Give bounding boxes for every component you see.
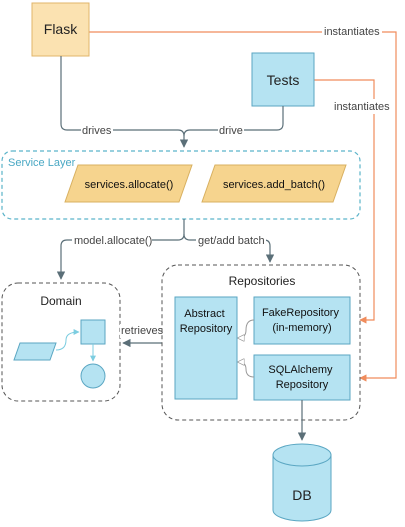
sqlalchemy-repository-line1: SQLAlchemy xyxy=(268,364,333,376)
flask-label: Flask xyxy=(44,21,78,37)
tests-instantiates-label: instantiates xyxy=(334,101,390,113)
flask-instantiates-label: instantiates xyxy=(324,26,380,38)
sqlalchemy-implements-arrow xyxy=(238,362,255,378)
flask-drives-arrow xyxy=(60,56,189,148)
fake-implements-arrow xyxy=(238,319,255,338)
domain-container: Domain xyxy=(1,282,121,402)
flask-instantiates-arrow xyxy=(89,31,397,382)
sqlalchemy-repository-line2: Repository xyxy=(276,379,329,391)
abstract-repository-line1: Abstract xyxy=(184,308,224,320)
tests-label: Tests xyxy=(267,72,300,88)
tests-drive-arrow xyxy=(183,106,284,137)
allocate-service xyxy=(64,164,193,203)
sqlalchemy-repository xyxy=(253,354,351,401)
domain-circle-icon xyxy=(80,363,106,389)
allocate-service-label: services.allocate() xyxy=(85,179,174,191)
service-connectors: model.allocate() get/add batch xyxy=(56,219,275,280)
drive-label: drive xyxy=(219,125,243,137)
repositories-container: Repositories Abstract Repository FakeRep… xyxy=(161,264,361,421)
domain-title: Domain xyxy=(40,294,81,308)
sqlalchemy-repository-label: SQLAlchemy Repository xyxy=(268,364,335,391)
model-allocate-arrow xyxy=(56,219,185,280)
abstract-repository-line2: Repository xyxy=(180,323,233,335)
service-layer-title: Service Layer xyxy=(8,157,76,169)
tests-node: Tests xyxy=(251,52,315,107)
abstract-repository-label: Abstract Repository xyxy=(180,308,233,335)
add-batch-service xyxy=(201,164,347,203)
drive-connectors: drives drive xyxy=(60,56,284,148)
flask-node: Flask xyxy=(31,2,90,57)
database-node: DB xyxy=(272,443,332,522)
domain-square-icon xyxy=(80,319,106,345)
database-cylinder-icon xyxy=(272,455,332,522)
fake-repository-line2: (in-memory) xyxy=(272,322,331,334)
fake-repository-line1: FakeRepository xyxy=(262,307,340,319)
database-label: DB xyxy=(292,487,311,503)
add-batch-service-label: services.add_batch() xyxy=(223,179,325,191)
drives-label: drives xyxy=(82,125,112,137)
retrieves-label: retrieves xyxy=(121,325,164,337)
instantiates-connectors: instantiates instantiates xyxy=(89,24,397,382)
abstract-repository xyxy=(174,296,238,400)
service-layer: Service Layer services.allocate() servic… xyxy=(1,150,361,220)
retrieves-connector: retrieves xyxy=(120,324,164,348)
fake-repository-label: FakeRepository (in-memory) xyxy=(262,307,342,334)
fake-repository xyxy=(253,296,351,345)
tests-instantiates-arrow xyxy=(314,79,375,324)
domain-link-arrow xyxy=(55,329,80,351)
get-add-batch-label: get/add batch xyxy=(198,235,265,247)
model-allocate-label: model.allocate() xyxy=(74,235,152,247)
domain-parallelogram-icon xyxy=(13,342,57,361)
repositories-title: Repositories xyxy=(229,274,296,288)
